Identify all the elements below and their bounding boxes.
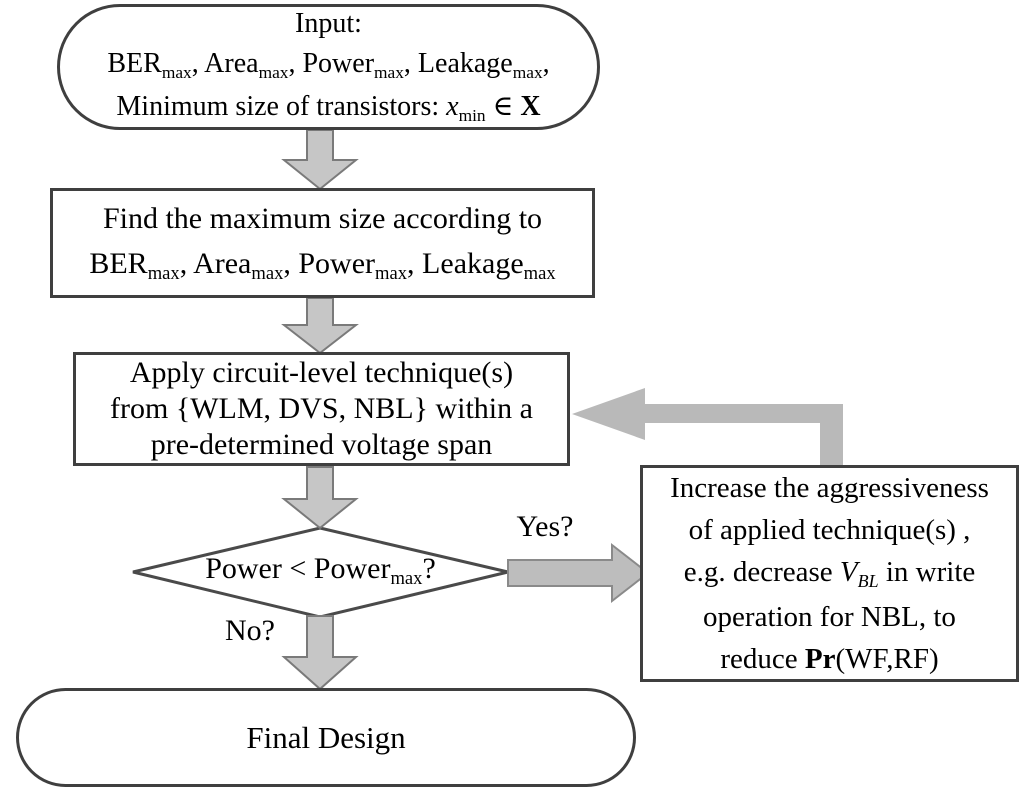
down-arrow-1 — [281, 129, 359, 191]
yes-branch-label: Yes? — [516, 510, 574, 543]
down-arrow-3 — [281, 466, 359, 530]
right-arrow-yes-branch — [507, 542, 650, 604]
no-branch-label: No? — [225, 614, 275, 647]
apply-technique-process: Apply circuit-level technique(s)from {WL… — [73, 352, 570, 466]
decision-label: Power < Powermax? — [205, 552, 436, 589]
down-arrow-no-branch — [281, 615, 359, 691]
final-design-terminator: Final Design — [16, 688, 636, 787]
loop-arrow — [572, 388, 843, 465]
start-terminator: Input:BERmax, Areamax, Powermax, Leakage… — [57, 4, 600, 130]
down-arrow-2 — [281, 297, 359, 355]
